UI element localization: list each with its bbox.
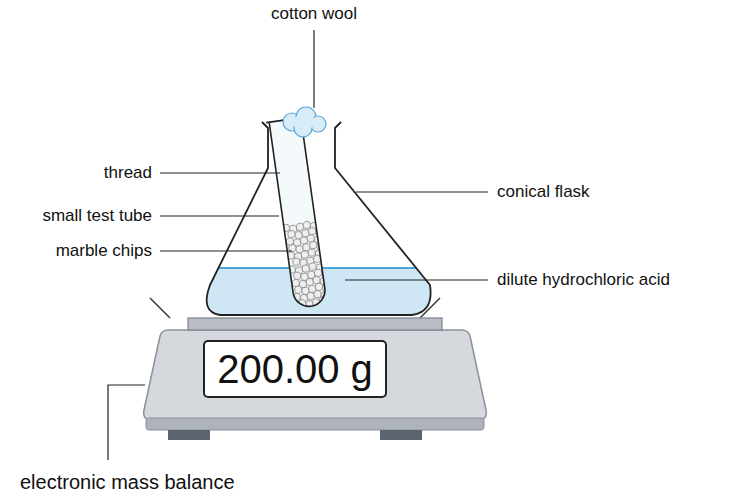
marble-chip [316, 242, 324, 250]
balance-body [144, 330, 487, 420]
marble-chip [326, 297, 334, 305]
balance-base [146, 418, 484, 430]
marble-chip [294, 286, 302, 294]
marble-chip [309, 241, 317, 249]
part-label: dilute hydrochloric acid [497, 270, 670, 290]
part-label: marble chips [56, 241, 152, 261]
acid-liquid [207, 268, 431, 315]
marble-chip [315, 283, 323, 291]
marble-chip [307, 292, 315, 300]
marble-chip [302, 264, 310, 272]
leader-line [160, 215, 279, 216]
conical-flask [207, 122, 431, 315]
balance-foot [168, 430, 210, 440]
leader-line [108, 385, 145, 460]
leader-line [313, 30, 314, 108]
marble-chip [305, 300, 313, 308]
cotton-core [292, 115, 316, 129]
leader-line [345, 279, 488, 280]
balance-pan [188, 318, 442, 330]
cotton-wool [283, 107, 326, 137]
part-label: conical flask [497, 182, 590, 202]
part-label: cotton wool [271, 4, 357, 24]
leader-line [160, 172, 280, 173]
marble-chip [308, 249, 316, 257]
leader-line [160, 250, 292, 251]
marble-chip [301, 250, 309, 258]
marble-chip [296, 223, 304, 231]
tube-fill [269, 118, 327, 309]
display-reading: 200.00 g [217, 347, 373, 391]
part-label: thread [104, 163, 152, 183]
test-tube [266, 117, 334, 311]
marble-chip [293, 272, 301, 280]
marble-chip [309, 263, 317, 271]
marble-chip [292, 258, 300, 266]
marble-chip [322, 284, 330, 292]
part-label: small test tube [42, 206, 152, 226]
marble-chip [303, 221, 311, 229]
marble-chip [287, 230, 295, 238]
marble-chip [314, 269, 322, 277]
pan-guard [150, 298, 170, 318]
part-label: electronic mass balance [20, 470, 235, 494]
marble-chip [308, 227, 316, 235]
leader-line [356, 191, 488, 192]
tube-outline [269, 118, 327, 309]
marble-chip [313, 290, 321, 298]
balance-display: 200.00 g [203, 340, 387, 398]
balance-foot [380, 430, 422, 440]
